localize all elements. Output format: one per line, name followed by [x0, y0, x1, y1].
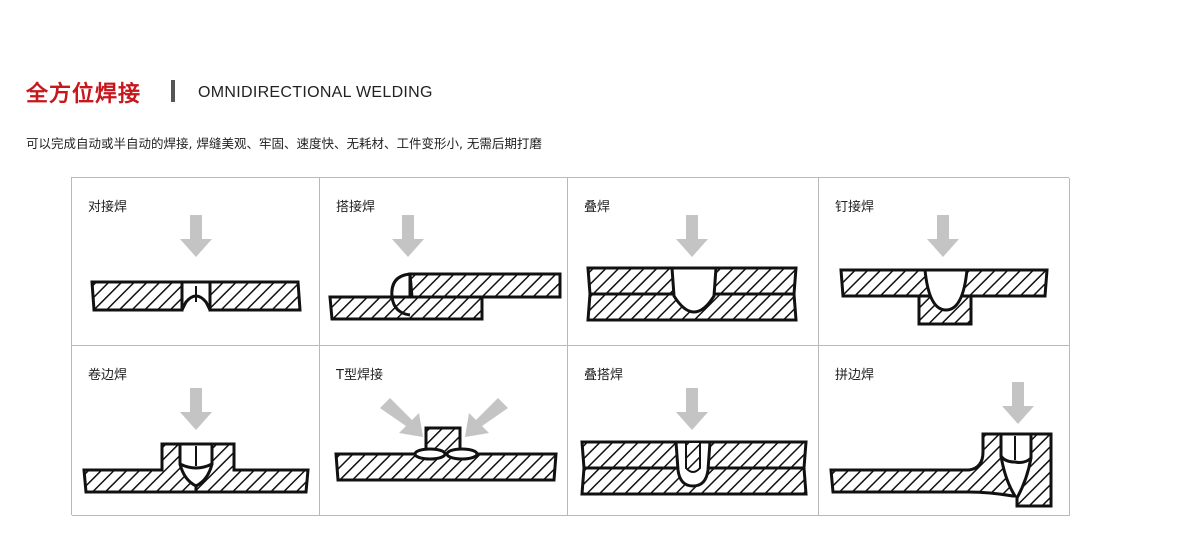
weld-label-stack: 叠焊	[584, 200, 611, 215]
butt-weld-icon	[90, 215, 302, 312]
edge-weld-icon	[829, 382, 1053, 508]
flange-weld-icon	[82, 388, 310, 494]
stack-weld-icon	[586, 215, 798, 322]
title-divider	[171, 80, 175, 102]
weld-type-grid: 对接焊 搭接焊 叠焊 钉接焊	[71, 177, 1070, 516]
weld-card-flange: 卷边焊	[72, 346, 320, 516]
weld-label-t: T型焊接	[336, 368, 383, 383]
weld-card-rivet: 钉接焊	[819, 178, 1070, 346]
description: 可以完成自动或半自动的焊接, 焊缝美观、牢固、速度快、无耗材、工件变形小, 无需…	[26, 136, 542, 151]
lap-weld-icon	[328, 215, 562, 321]
weld-label-flange: 卷边焊	[88, 368, 128, 383]
t-weld-icon	[334, 398, 558, 482]
weld-label-lap: 搭接焊	[336, 200, 376, 215]
weld-label-rivet: 钉接焊	[835, 200, 875, 215]
title-zh: 全方位焊接	[26, 82, 142, 107]
weld-label-stack-lap: 叠搭焊	[584, 368, 624, 383]
weld-card-butt: 对接焊	[72, 178, 320, 346]
title-en: OMNIDIRECTIONAL WELDING	[198, 84, 433, 101]
weld-label-butt: 对接焊	[88, 200, 128, 215]
weld-card-lap: 搭接焊	[320, 178, 568, 346]
weld-label-edge: 拼边焊	[835, 368, 875, 383]
weld-card-edge: 拼边焊	[819, 346, 1070, 516]
rivet-weld-icon	[839, 215, 1049, 326]
weld-card-stack-lap: 叠搭焊	[568, 346, 819, 516]
stack-lap-weld-icon	[580, 388, 808, 496]
weld-card-stack: 叠焊	[568, 178, 819, 346]
weld-card-t: T型焊接	[320, 346, 568, 516]
